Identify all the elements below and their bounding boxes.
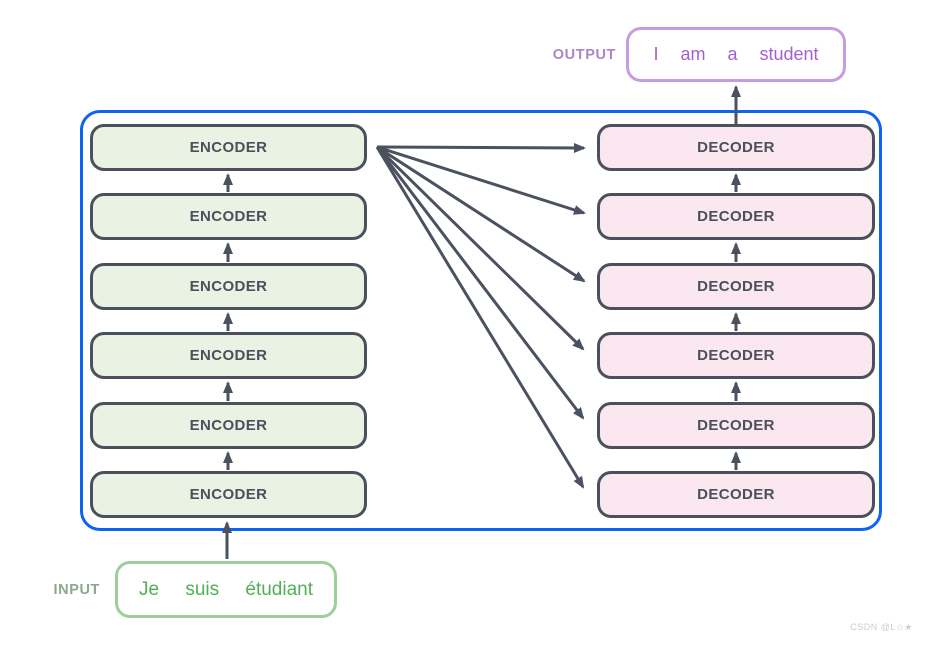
- encoder-label: ENCODER: [189, 486, 268, 503]
- output-box: I am a student: [626, 27, 846, 82]
- encoder-box-1: ENCODER: [90, 124, 367, 171]
- decoder-box-3: DECODER: [597, 263, 875, 310]
- decoder-box-5: DECODER: [597, 402, 875, 449]
- decoder-label: DECODER: [697, 139, 775, 156]
- encoder-box-6: ENCODER: [90, 471, 367, 518]
- decoder-label: DECODER: [697, 486, 775, 503]
- encoder-box-2: ENCODER: [90, 193, 367, 240]
- encoder-box-3: ENCODER: [90, 263, 367, 310]
- decoder-box-2: DECODER: [597, 193, 875, 240]
- encoder-box-4: ENCODER: [90, 332, 367, 379]
- encoder-label: ENCODER: [189, 417, 268, 434]
- decoder-label: DECODER: [697, 417, 775, 434]
- output-text: I am a student: [653, 44, 819, 64]
- output-label: OUTPUT: [552, 47, 616, 63]
- decoder-label: DECODER: [697, 278, 775, 295]
- decoder-box-6: DECODER: [597, 471, 875, 518]
- decoder-box-4: DECODER: [597, 332, 875, 379]
- input-text: Je suis étudiant: [138, 578, 314, 600]
- encoder-label: ENCODER: [189, 347, 268, 364]
- input-box: Je suis étudiant: [115, 561, 337, 618]
- encoder-box-5: ENCODER: [90, 402, 367, 449]
- decoder-label: DECODER: [697, 347, 775, 364]
- encoder-label: ENCODER: [189, 208, 268, 225]
- csdn-watermark: CSDN @L☆★: [850, 622, 913, 632]
- model-container-frame: [80, 110, 882, 531]
- input-label: INPUT: [53, 582, 100, 598]
- encoder-label: ENCODER: [189, 278, 268, 295]
- decoder-box-1: DECODER: [597, 124, 875, 171]
- decoder-label: DECODER: [697, 208, 775, 225]
- encoder-label: ENCODER: [189, 139, 268, 156]
